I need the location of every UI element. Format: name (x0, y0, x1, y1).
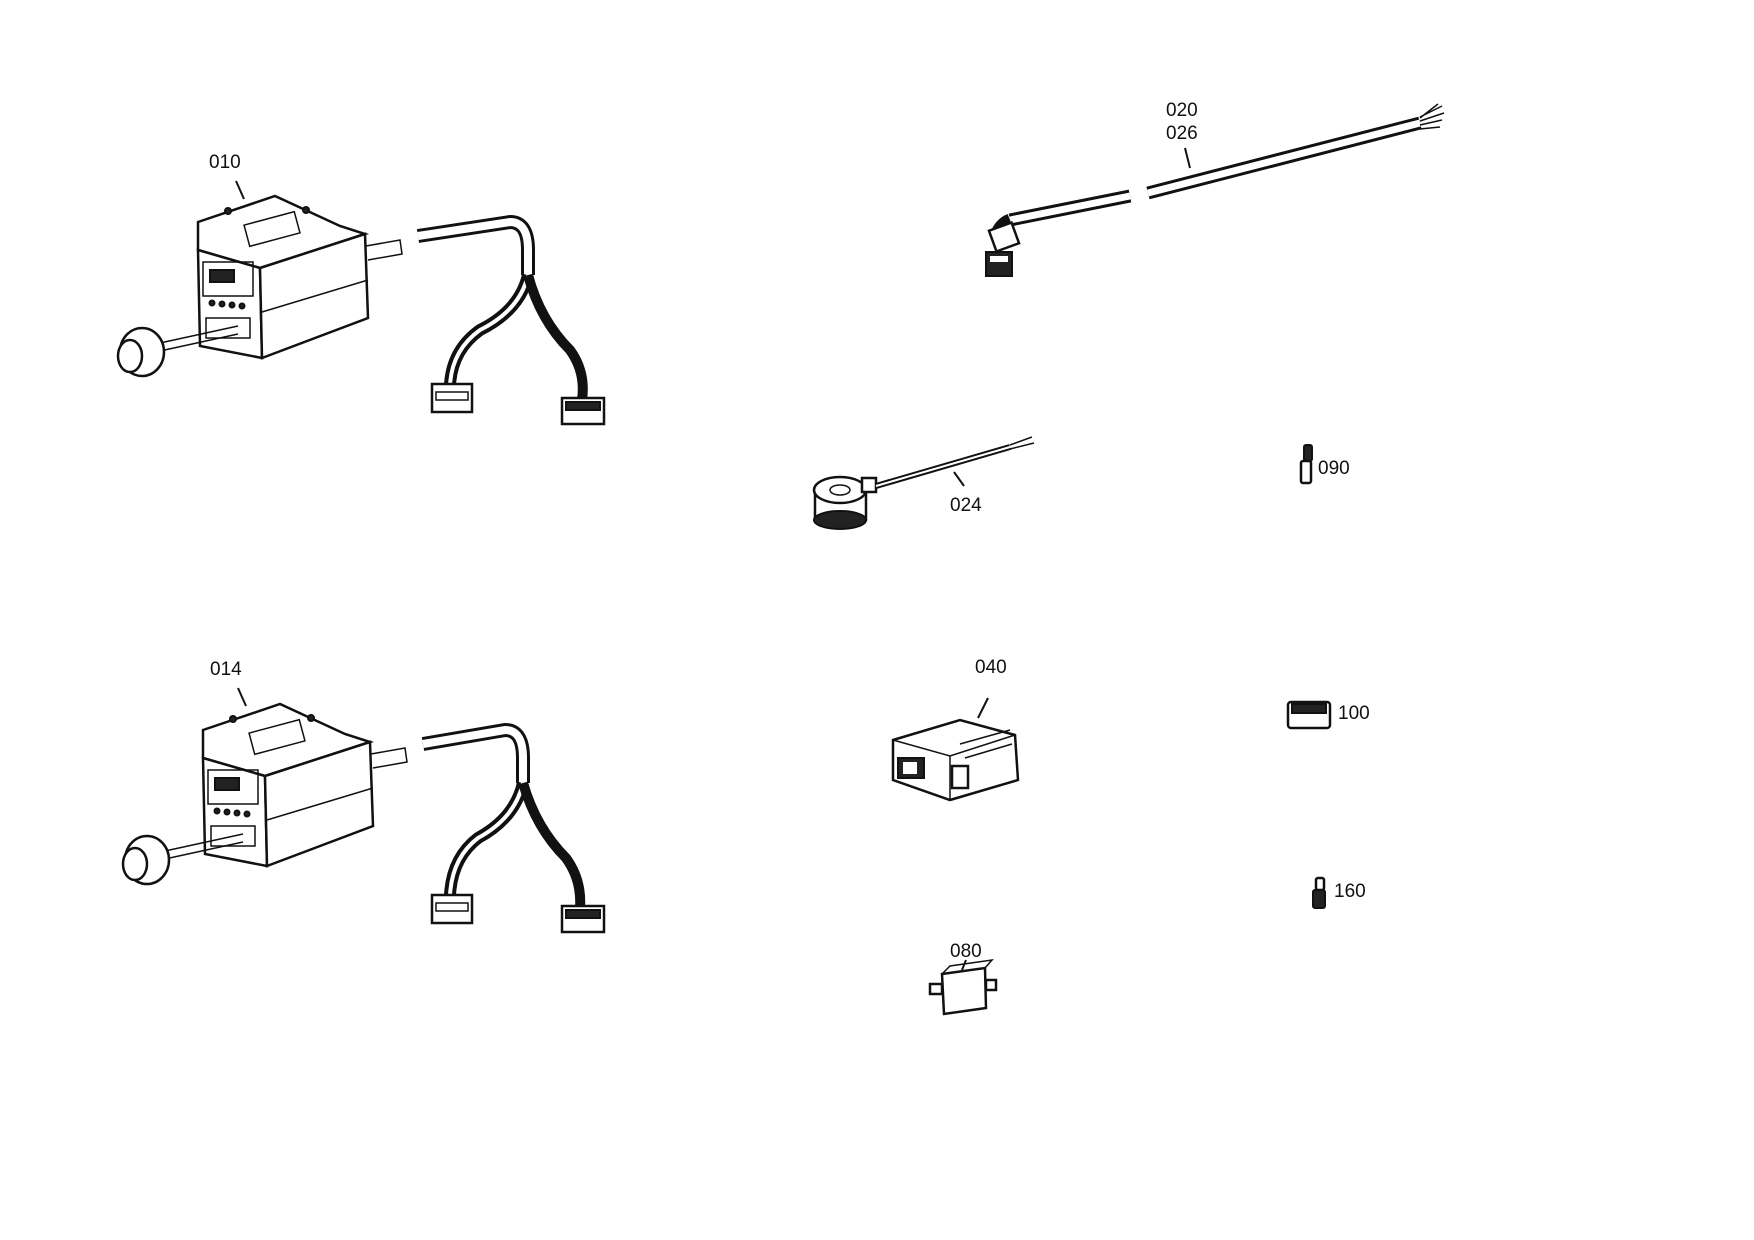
label-080: 080 (950, 941, 982, 962)
part-024-coil (812, 436, 1035, 530)
label-020: 020 (1166, 100, 1198, 121)
label-024: 024 (950, 495, 982, 516)
label-040: 040 (975, 657, 1007, 678)
part-040-connector (891, 697, 1020, 802)
label-014: 014 (210, 659, 242, 680)
part-100-block (1286, 700, 1332, 730)
part-160-terminal (1312, 876, 1326, 909)
part-020-026-cable (985, 103, 1445, 277)
label-090: 090 (1318, 458, 1350, 479)
label-026: 026 (1166, 123, 1198, 144)
label-160: 160 (1334, 881, 1366, 902)
part-010-control-unit (116, 180, 606, 426)
part-080-bracket (928, 958, 998, 1016)
part-090-pin (1299, 444, 1313, 485)
label-100: 100 (1338, 703, 1370, 724)
label-010: 010 (209, 152, 241, 173)
part-014-control-unit (121, 687, 606, 934)
